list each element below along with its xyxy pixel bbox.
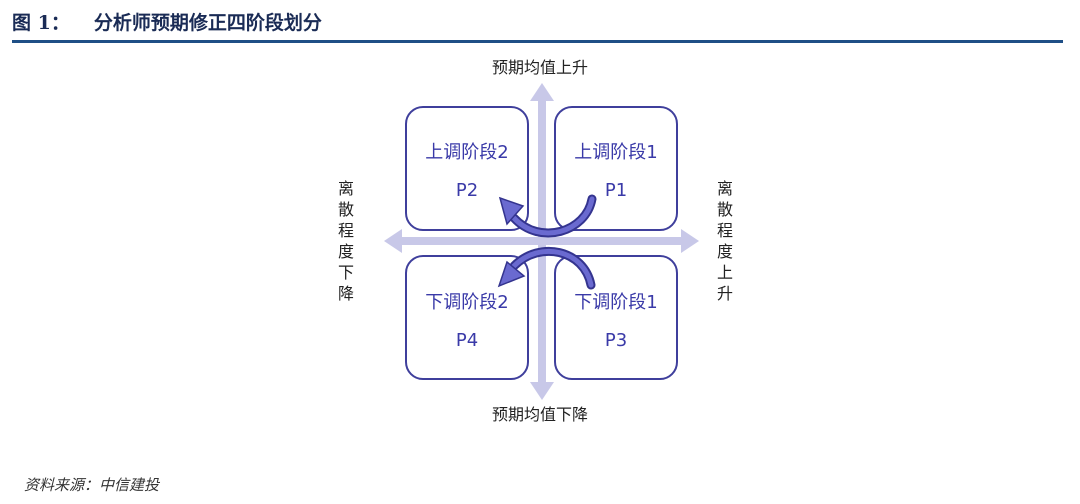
quadrant-code: P3	[604, 330, 628, 351]
horizontal-axis	[398, 237, 684, 245]
axis-label-left: 离散程度下降	[337, 179, 354, 303]
quadrant-code: P1	[604, 180, 628, 201]
axis-label-top: 预期均值上升	[491, 58, 588, 77]
quadrant-p2: 上调阶段2 P2	[405, 106, 529, 231]
quadrant-p3: 下调阶段1 P3	[554, 255, 678, 380]
quadrant-name: 上调阶段1	[574, 142, 658, 163]
header-rule	[12, 40, 1063, 43]
axis-arrow-left	[384, 229, 402, 253]
axis-arrow-up	[530, 83, 554, 101]
quadrant-name: 上调阶段2	[425, 142, 509, 163]
axis-label-right: 离散程度上升	[716, 179, 733, 303]
figure-title: 图 1： 分析师预期修正四阶段划分	[12, 6, 322, 36]
axis-arrow-down	[530, 382, 554, 400]
quadrant-name: 下调阶段1	[574, 292, 658, 313]
axis-label-bottom: 预期均值下降	[491, 405, 588, 424]
figure-title-text: 分析师预期修正四阶段划分	[93, 11, 322, 34]
quadrant-name: 下调阶段2	[425, 292, 509, 313]
quadrant-p1: 上调阶段1 P1	[554, 106, 678, 231]
quadrant-code: P4	[455, 330, 479, 351]
quadrant-p4: 下调阶段2 P4	[405, 255, 529, 380]
figure-label: 图 1：	[12, 11, 70, 34]
vertical-axis	[538, 98, 546, 386]
source-note: 资料来源：中信建投	[24, 476, 160, 494]
quadrant-code: P2	[455, 180, 479, 201]
axis-arrow-right	[681, 229, 699, 253]
